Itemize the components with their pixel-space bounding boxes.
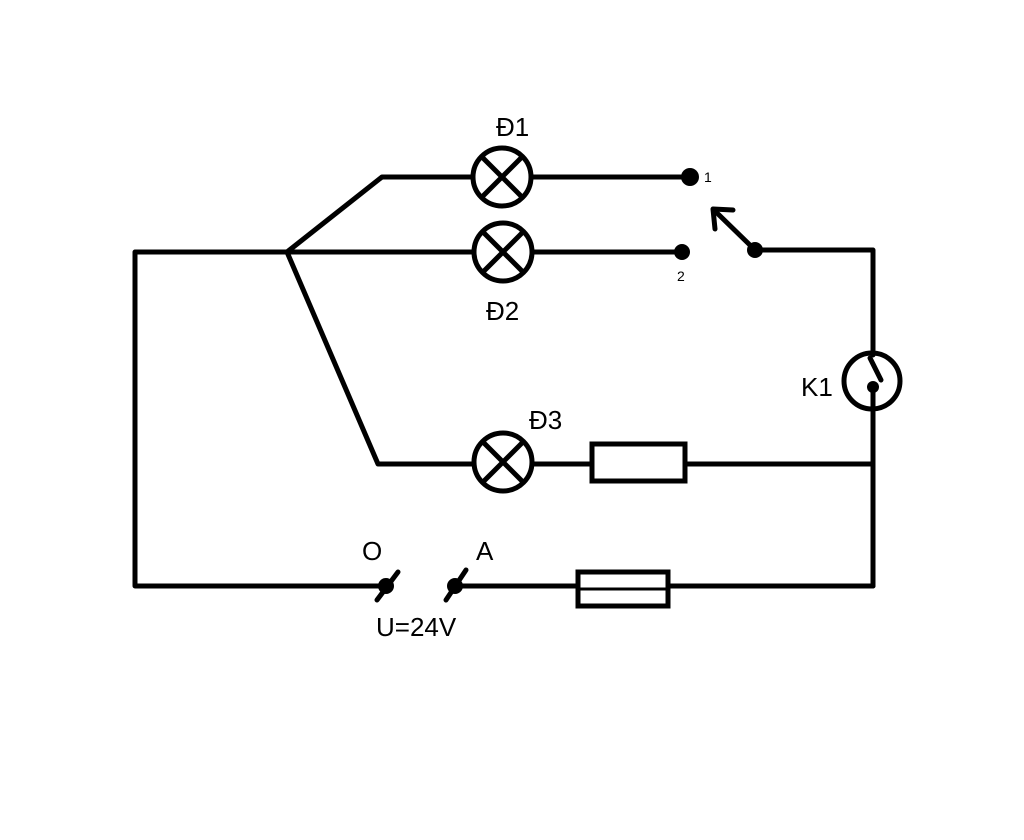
label-lamp1: Đ1 xyxy=(496,112,529,142)
switch-icon xyxy=(710,206,756,251)
label-lamp2: Đ2 xyxy=(486,296,519,326)
lamp-icon xyxy=(471,430,535,494)
contact-2-dot xyxy=(674,244,690,260)
label-contact2: 2 xyxy=(677,268,685,284)
label-contact1: 1 xyxy=(704,169,712,185)
wire-left-loop xyxy=(132,249,383,589)
label-terminal-o: O xyxy=(362,536,382,566)
terminal-icon xyxy=(374,569,401,603)
label-relay: K1 xyxy=(801,372,833,402)
lamp-icon xyxy=(471,220,535,284)
label-lamp3: Đ3 xyxy=(529,405,562,435)
label-terminal-a: A xyxy=(476,536,494,566)
fuse-icon xyxy=(575,569,671,609)
terminal-icon xyxy=(443,567,469,603)
wires xyxy=(132,174,876,589)
lamp-icon xyxy=(470,145,534,209)
wire-branch-lamp1 xyxy=(284,174,475,255)
wire-branch-lamp3 xyxy=(284,249,477,467)
wire-switch-right xyxy=(752,247,876,358)
label-voltage: U=24V xyxy=(376,612,457,642)
resistor-icon xyxy=(589,441,688,484)
relay-contact-icon xyxy=(841,350,903,412)
contact-1-dot xyxy=(681,168,699,186)
